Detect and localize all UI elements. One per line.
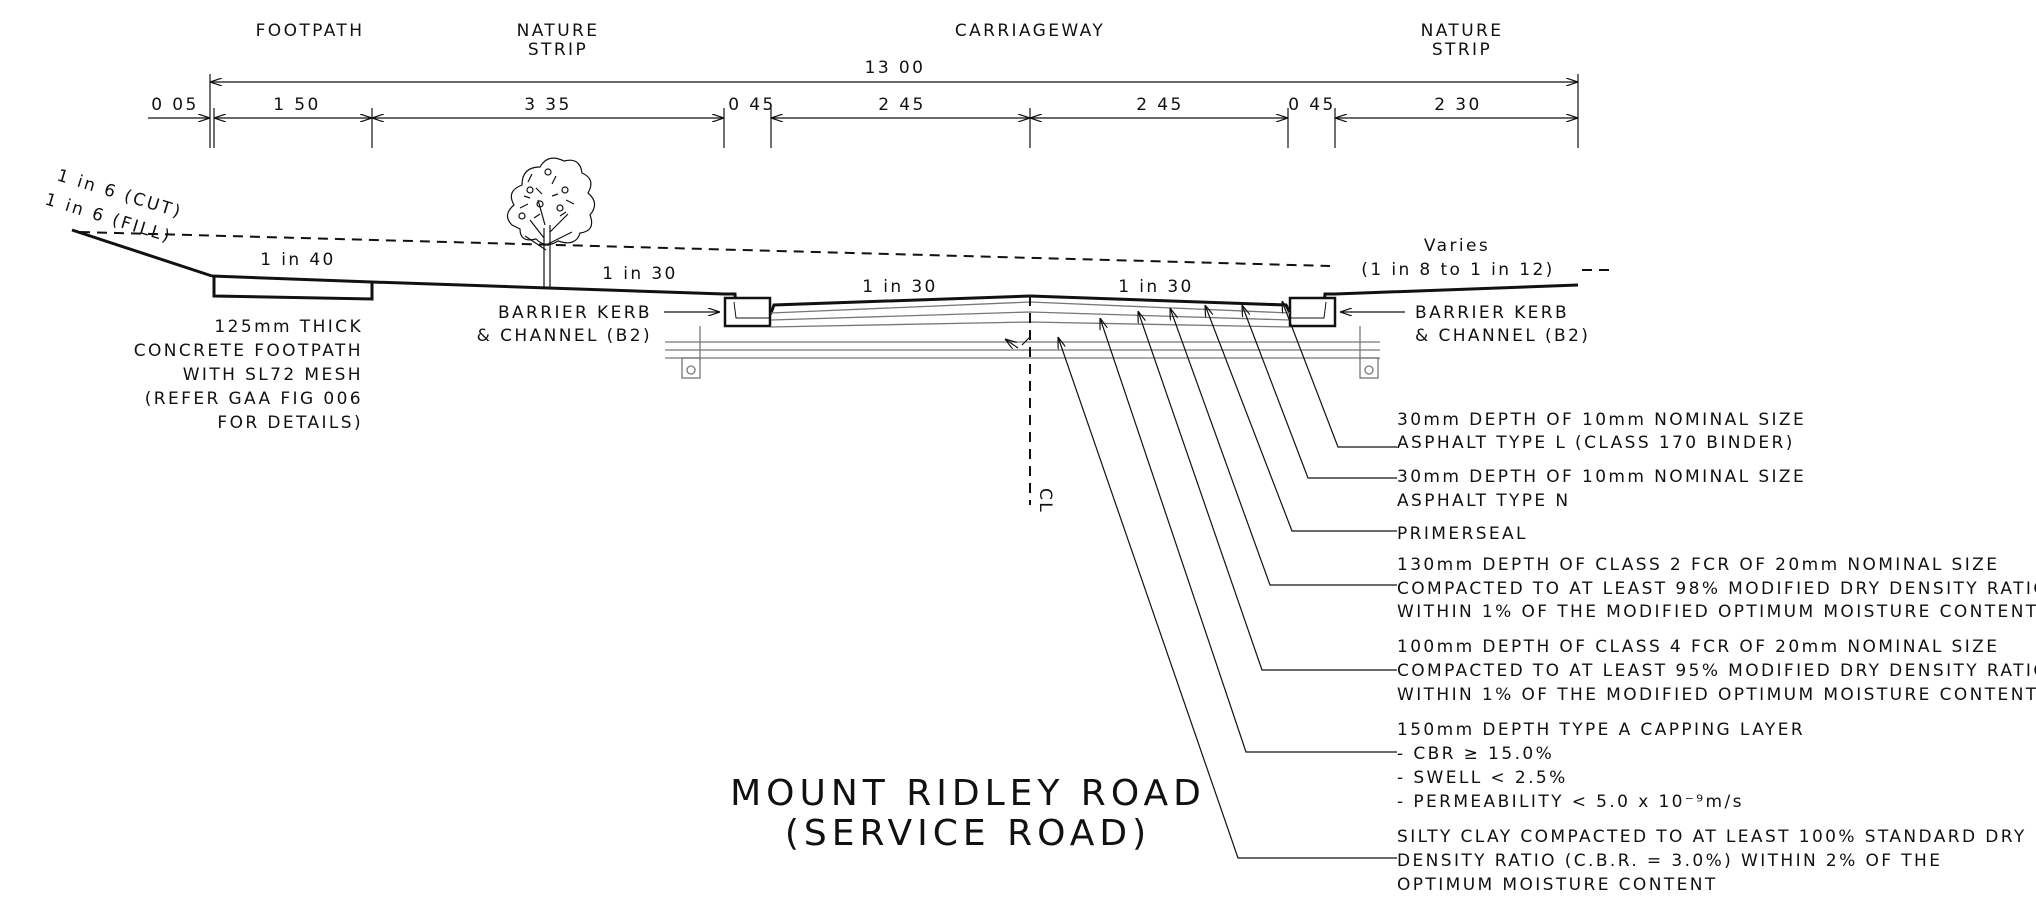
layer-6-line-4: - PERMEABILITY < 5.0 x 10⁻⁹m/s <box>1397 792 1744 812</box>
layer-note-3: PRIMERSEAL <box>1397 524 1528 544</box>
title-line-2: (SERVICE ROAD) <box>785 813 1151 854</box>
layer-note-6: 150mm DEPTH TYPE A CAPPING LAYER - CBR ≥… <box>1397 720 1805 812</box>
dimension-segment-1: 0 05 <box>151 95 198 115</box>
dimension-segment-6: 2 45 <box>1136 95 1183 115</box>
heading-nature-strip-left-1: NATURE <box>517 21 600 41</box>
dimension-segment-4: 0 45 <box>728 95 775 115</box>
footpath-note-line-5: FOR DETAILS) <box>217 413 363 433</box>
layer-5-line-1: 100mm DEPTH OF CLASS 4 FCR OF 20mm NOMIN… <box>1397 637 1999 657</box>
layer-5-line-2: COMPACTED TO AT LEAST 95% MODIFIED DRY D… <box>1397 661 2036 681</box>
dimension-segment-2: 1 50 <box>273 95 320 115</box>
layer-5-line-3: WITHIN 1% OF THE MODIFIED OPTIMUM MOISTU… <box>1397 685 2036 705</box>
layer-3-line-1: PRIMERSEAL <box>1397 524 1528 544</box>
pavement-layers <box>665 301 1380 379</box>
dimension-overall: 13 00 <box>865 58 926 78</box>
layer-1-line-2: ASPHALT TYPE L (CLASS 170 BINDER) <box>1397 433 1795 453</box>
dimension-segment-5: 2 45 <box>878 95 925 115</box>
layer-leaders <box>1005 301 1397 859</box>
centerline: CL <box>1029 296 1055 514</box>
slope-carriageway-left: 1 in 30 <box>862 277 938 297</box>
dimension-segment-8: 2 30 <box>1434 95 1481 115</box>
slope-right-range: (1 in 8 to 1 in 12) <box>1361 260 1554 280</box>
kerb-right-label-1: BARRIER KERB <box>1415 303 1569 323</box>
footpath-note-line-3: WITH SL72 MESH <box>183 365 363 385</box>
slope-carriageway-right: 1 in 30 <box>1118 277 1194 297</box>
drawing-title: MOUNT RIDLEY ROAD (SERVICE ROAD) <box>730 773 1206 854</box>
layer-note-1: 30mm DEPTH OF 10mm NOMINAL SIZE ASPHALT … <box>1397 410 1806 453</box>
kerb-left-label-2: & CHANNEL (B2) <box>477 326 652 346</box>
layer-note-7: SILTY CLAY COMPACTED TO AT LEAST 100% ST… <box>1397 827 2027 895</box>
layer-4-line-3: WITHIN 1% OF THE MODIFIED OPTIMUM MOISTU… <box>1397 602 2036 622</box>
road-profile <box>71 228 1615 328</box>
kerb-right-label-2: & CHANNEL (B2) <box>1415 326 1590 346</box>
kerb-labels: BARRIER KERB & CHANNEL (B2) BARRIER KERB… <box>477 303 1590 346</box>
slope-footpath: 1 in 40 <box>260 250 336 270</box>
section-headings: FOOTPATH NATURE STRIP CARRIAGEWAY NATURE… <box>256 21 1504 60</box>
footpath-note-line-2: CONCRETE FOOTPATH <box>134 341 363 361</box>
heading-nature-strip-right-2: STRIP <box>1432 40 1492 60</box>
layer-6-line-3: - SWELL < 2.5% <box>1397 768 1568 788</box>
heading-footpath: FOOTPATH <box>256 21 365 41</box>
layer-1-line-1: 30mm DEPTH OF 10mm NOMINAL SIZE <box>1397 410 1806 430</box>
tree-icon <box>506 157 596 288</box>
layer-2-line-2: ASPHALT TYPE N <box>1397 491 1571 511</box>
footpath-note-line-1: 125mm THICK <box>214 317 363 337</box>
dimension-segment-7: 0 45 <box>1288 95 1335 115</box>
layer-7-line-2: DENSITY RATIO (C.B.R. = 3.0%) WITHIN 2% … <box>1397 851 1942 871</box>
footpath-note-line-4: (REFER GAA FIG 006 <box>145 389 363 409</box>
dimension-segment-3: 3 35 <box>524 95 571 115</box>
dimension-lines: 13 00 0 05 1 50 3 35 0 45 2 45 2 45 0 45… <box>148 58 1579 148</box>
layer-note-5: 100mm DEPTH OF CLASS 4 FCR OF 20mm NOMIN… <box>1397 637 2036 705</box>
heading-nature-strip-right-1: NATURE <box>1421 21 1504 41</box>
layer-notes: 30mm DEPTH OF 10mm NOMINAL SIZE ASPHALT … <box>1397 410 2036 895</box>
layer-2-line-1: 30mm DEPTH OF 10mm NOMINAL SIZE <box>1397 467 1806 487</box>
layer-7-line-1: SILTY CLAY COMPACTED TO AT LEAST 100% ST… <box>1397 827 2027 847</box>
heading-carriageway: CARRIAGEWAY <box>955 21 1105 41</box>
layer-4-line-2: COMPACTED TO AT LEAST 98% MODIFIED DRY D… <box>1397 579 2036 599</box>
centerline-label: CL <box>1035 488 1055 514</box>
layer-6-line-1: 150mm DEPTH TYPE A CAPPING LAYER <box>1397 720 1805 740</box>
layer-7-line-3: OPTIMUM MOISTURE CONTENT <box>1397 875 1718 895</box>
left-kerb <box>723 296 772 328</box>
layer-note-4: 130mm DEPTH OF CLASS 2 FCR OF 20mm NOMIN… <box>1397 555 2036 622</box>
layer-4-line-1: 130mm DEPTH OF CLASS 2 FCR OF 20mm NOMIN… <box>1397 555 1999 575</box>
title-line-1: MOUNT RIDLEY ROAD <box>730 773 1206 814</box>
footpath-note: 125mm THICK CONCRETE FOOTPATH WITH SL72 … <box>134 317 363 433</box>
slope-nature-strip: 1 in 30 <box>602 264 678 284</box>
heading-nature-strip-left-2: STRIP <box>528 40 588 60</box>
layer-note-2: 30mm DEPTH OF 10mm NOMINAL SIZE ASPHALT … <box>1397 467 1806 511</box>
right-kerb <box>1288 296 1337 328</box>
slope-right-varies: Varies <box>1424 236 1490 256</box>
layer-6-line-2: - CBR ≥ 15.0% <box>1397 744 1554 764</box>
kerb-left-label-1: BARRIER KERB <box>498 303 652 323</box>
